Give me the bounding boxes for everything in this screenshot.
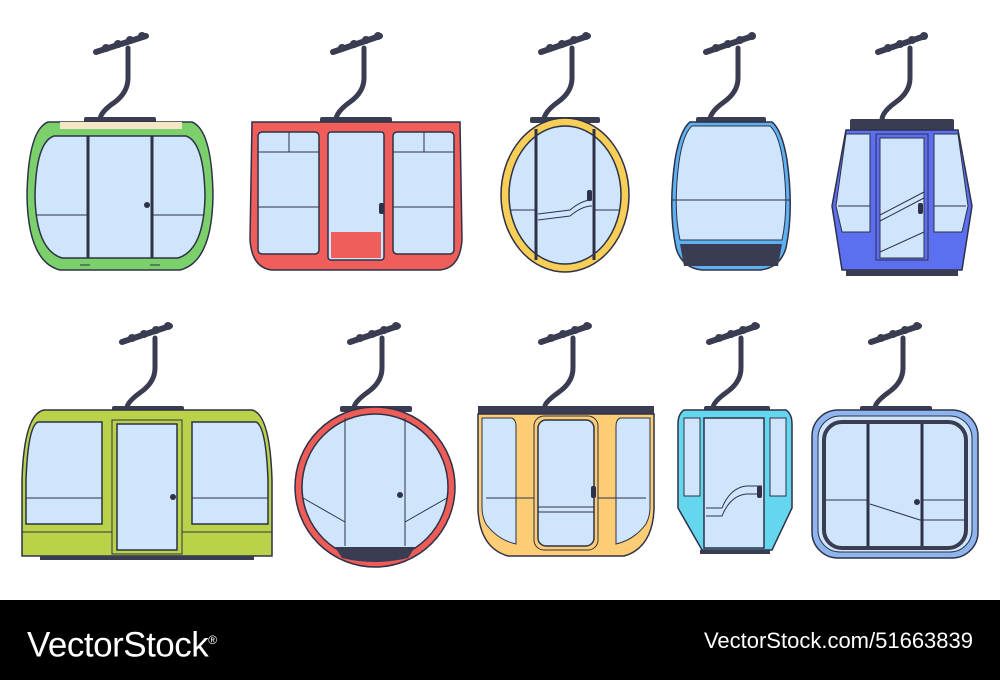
cable-grip-icon [530, 32, 600, 123]
cable-grip-icon [696, 32, 766, 123]
cable-grip-icon [704, 322, 770, 412]
yellow-egg-gondola [500, 32, 630, 273]
cable-grip-icon [538, 322, 592, 409]
sky-blue-gondola [671, 32, 791, 271]
watermark-footer: VectorStock® VectorStock.com/51663839 [0, 600, 1000, 680]
cable-grip-icon [320, 32, 392, 123]
cyan-slim-gondola [677, 322, 793, 554]
cable-grip-icon [850, 32, 954, 131]
cable-grip-icon [860, 322, 932, 412]
vectorstock-logo[interactable]: VectorStock® [27, 618, 217, 668]
coral-round-gondola [294, 322, 456, 568]
lime-wide-gondola [21, 322, 273, 560]
blue-hexagon-gondola [831, 32, 973, 276]
brand-name: VectorStock [27, 625, 209, 665]
registered-mark: ® [208, 633, 217, 647]
cable-grip-icon [112, 322, 184, 412]
pale-blue-square-gondola [811, 322, 979, 559]
cable-grip-icon [84, 32, 156, 123]
stock-image-id[interactable]: VectorStock.com/51663839 [703, 628, 973, 653]
cable-car-illustration [21, 32, 979, 568]
red-wide-gondola [249, 32, 463, 271]
cable-grip-icon [340, 322, 412, 412]
orange-rounded-gondola [477, 322, 655, 557]
green-oval-gondola [26, 32, 214, 271]
